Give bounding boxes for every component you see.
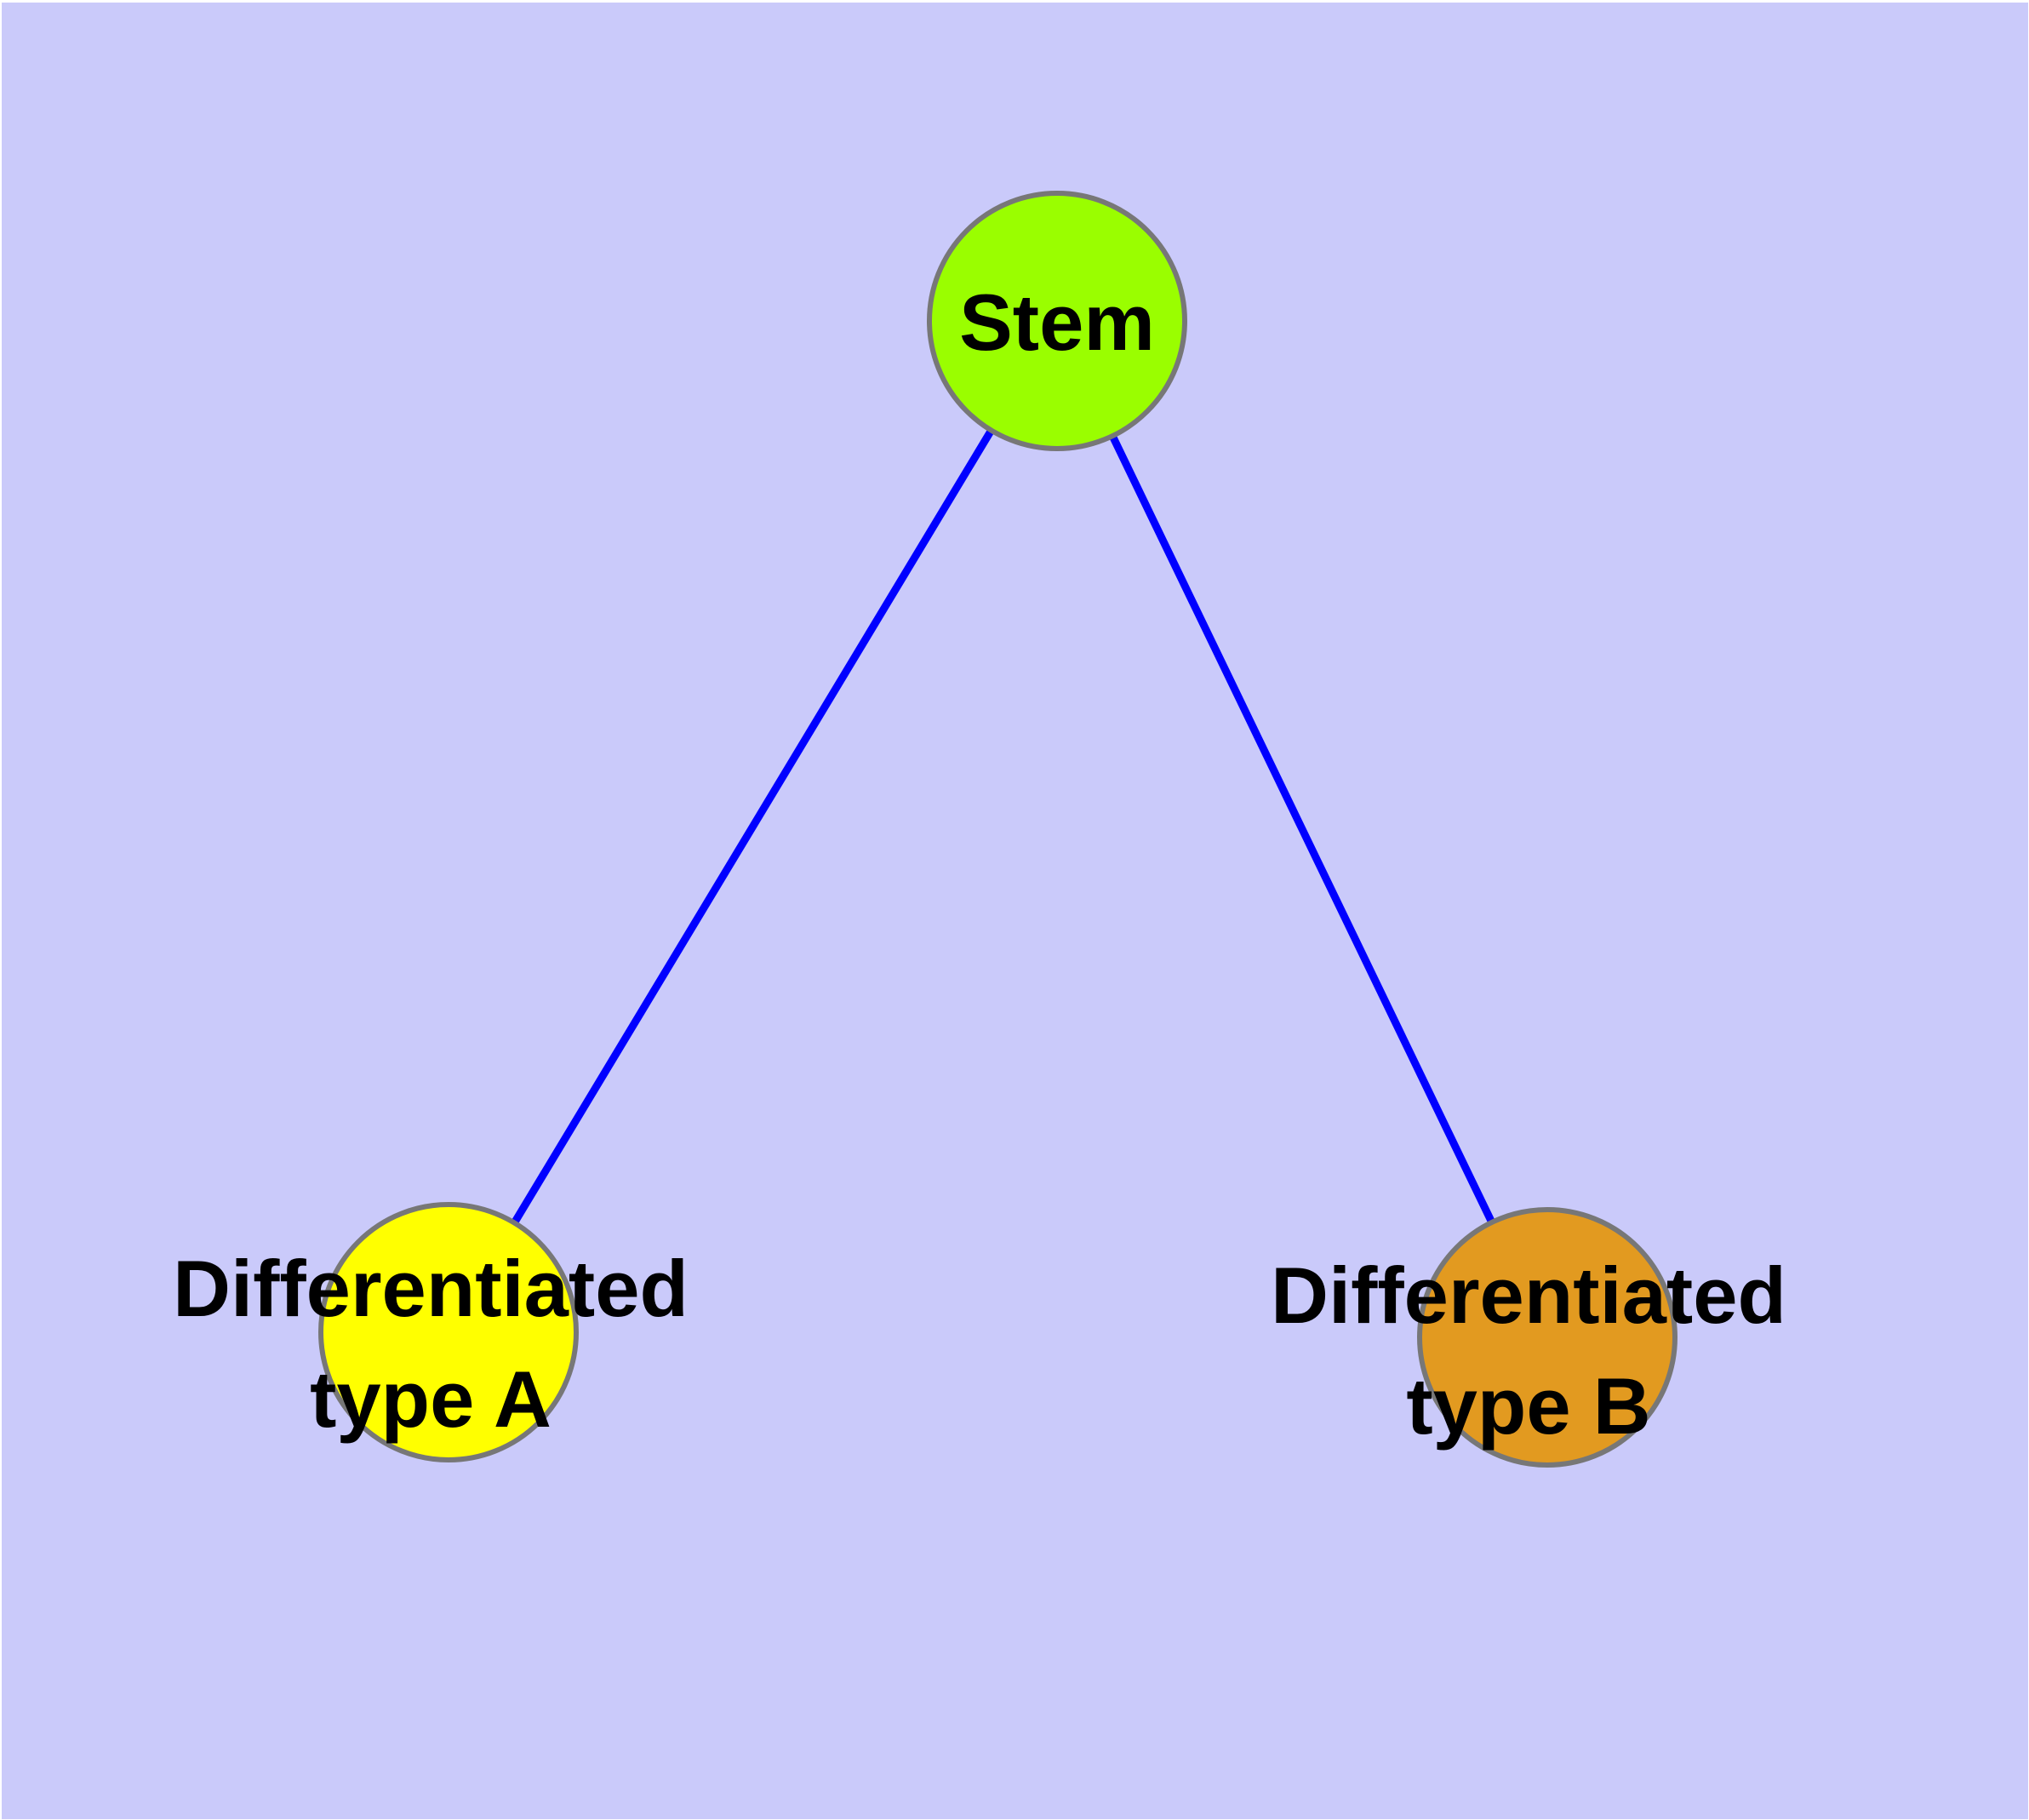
node-label-line: Differentiated [173,1244,689,1333]
node-label-line: Stem [959,278,1155,367]
edge-stem-to-type-b [1053,319,1552,1339]
node-label-line: type A [310,1354,552,1444]
node-label-line: Differentiated [1271,1251,1786,1340]
graph-svg [318,191,1677,1468]
node-label-line: type B [1406,1361,1651,1451]
node-stem-label: Stem [959,267,1155,378]
node-type-b-label: Differentiated type B [1271,1240,1786,1462]
node-type-a-label: Differentiated type A [173,1233,689,1455]
node-type-b-circle [1417,1207,1677,1468]
node-type-a-circle [318,1202,579,1462]
node-stem-circle [927,191,1187,451]
diagram-canvas: Stem Differentiated type A Differentiate… [2,3,2028,1819]
edge-stem-to-type-a [445,318,1060,1335]
